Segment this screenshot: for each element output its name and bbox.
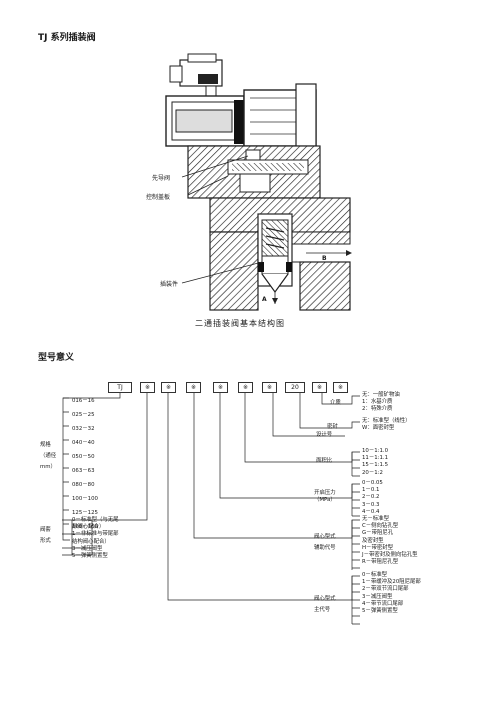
pilot-valve [165, 83, 317, 147]
diagram-caption: 二通插装阀基本结构图 [195, 319, 285, 328]
size-item: 080－80 [72, 482, 95, 488]
port-b-label: B [322, 255, 327, 262]
area-ratio-label: 面积比 [316, 458, 333, 464]
size-label: 规格 （通径 mm） [40, 442, 57, 470]
main-code-label: 阀心型式 主代号 [314, 596, 336, 613]
cover-label: 阀套 形式 [40, 527, 51, 544]
valve-structure-diagram [165, 53, 352, 311]
area-ratio-list: 10－1:1.0 11－1:1.1 15－1:1.5 20－1:2 [362, 448, 389, 476]
pressure-list: 0－0.05 1－0.1 2－0.2 3－0.3 4－0.4 [362, 480, 383, 515]
medium-label: 介质 [330, 400, 341, 406]
size-item: 050－50 [72, 454, 95, 460]
code-box-3: ※ [186, 382, 201, 393]
model-heading: 型号意义 [38, 353, 75, 363]
seal-label: 密封 [327, 424, 338, 430]
page-title: TJ 系列插装阀 [38, 33, 96, 43]
cartridge-label: 插装件 [160, 281, 179, 288]
seal-type-list: 无：标准型（线性） W：面密封型 [362, 418, 411, 432]
pilot-valve-label: 先导阀 [152, 175, 171, 182]
size-item: 063－63 [72, 468, 95, 474]
control-cover-label: 控制盖板 [146, 194, 171, 201]
size-item: 125－125 [72, 510, 98, 516]
cartridge-insert [257, 213, 293, 304]
code-box-5: ※ [238, 382, 253, 393]
code-box-6: ※ [262, 382, 277, 393]
aux-code-label: 阀心型式 辅助代号 [314, 534, 336, 551]
code-box-4: ※ [213, 382, 228, 393]
size-list: 016－16 025－25 032－32 040－40 050－50 063－6… [72, 394, 98, 534]
code-box-design: 20 [285, 382, 305, 393]
code-box-2: ※ [161, 382, 176, 393]
size-item: 025－25 [72, 412, 95, 418]
code-box-9: ※ [333, 382, 348, 393]
size-item: 100－100 [72, 496, 98, 502]
control-cover [187, 145, 321, 199]
port-a-label: A [262, 296, 267, 303]
code-box-1: ※ [140, 382, 155, 393]
design-number-label: 设计号 [316, 432, 333, 438]
code-box-series: TJ [108, 382, 132, 393]
size-item: 040－40 [72, 440, 95, 446]
code-box-8: ※ [312, 382, 327, 393]
pressure-label: 开启压力 （MPa） [314, 490, 336, 504]
size-item: 032－32 [72, 426, 95, 432]
cover-type-list: 0－标准型（与无尾 部阀心配合） 1－非标准与带尾部 结构阀心配合） 3－减压阀… [72, 517, 119, 560]
medium-type-list: 无：一般矿物油 1：水基介质 2：特殊介质 [362, 392, 400, 413]
size-item: 160－160 [72, 524, 98, 530]
aux-code-list: 无－标准型 C－侧向钻孔型 G－带阻尼孔 及密封型 H－带密封型 J－带密封及侧… [362, 516, 418, 566]
size-item: 016－16 [72, 398, 95, 404]
main-code-list: 0－标准型 1－带缓冲及20阻尼尾部 2－带双节流口尾部 3－减压阀型 4－带节… [362, 572, 421, 615]
